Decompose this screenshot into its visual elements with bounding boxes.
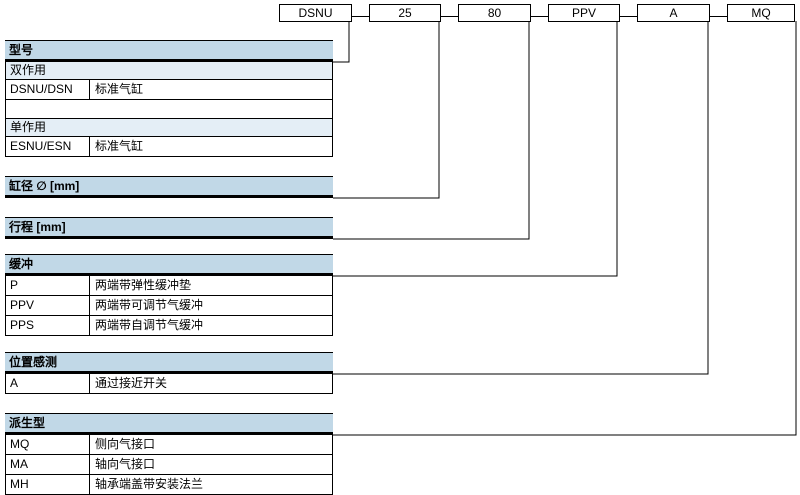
table-row <box>5 100 333 119</box>
section-cushion: 缓冲 P 两端带弹性缓冲垫 PPV 两端带可调节气缓冲 PPS 两端带自调节气缓… <box>5 254 333 336</box>
table-row: P 两端带弹性缓冲垫 <box>5 276 333 296</box>
connector-type <box>333 21 350 63</box>
section-title: 位置感测 <box>5 352 333 371</box>
connector-cushion <box>333 21 618 277</box>
section-sensing: 位置感测 A 通过接近开关 <box>5 352 333 394</box>
table-row: ESNU/ESN 标准气缸 <box>5 137 333 157</box>
row-desc: 轴承端盖带安装法兰 <box>95 477 204 491</box>
row-code: MA <box>6 455 90 474</box>
subheading: 双作用 <box>5 62 333 80</box>
code-dash <box>351 16 369 17</box>
code-dash <box>530 16 548 17</box>
row-code: MQ <box>6 435 90 454</box>
section-title: 缸径 ∅ [mm] <box>5 176 333 195</box>
row-code: PPS <box>6 316 90 335</box>
connector-sensing <box>333 21 709 375</box>
row-desc: 两端带自调节气缓冲 <box>95 318 204 332</box>
table-row: MA 轴向气接口 <box>5 455 333 475</box>
table-row: MQ 侧向气接口 <box>5 435 333 455</box>
code-stroke: 80 <box>458 4 531 22</box>
row-code: ESNU/ESN <box>6 137 90 156</box>
section-stroke: 行程 [mm] <box>5 217 333 239</box>
code-dash <box>440 16 458 17</box>
row-code: PPV <box>6 296 90 315</box>
section-type: 型号 双作用 DSNU/DSN 标准气缸 单作用 ESNU/ESN 标准气缸 <box>5 40 333 157</box>
subheading: 单作用 <box>5 119 333 137</box>
connector-bore <box>333 21 440 199</box>
row-code: P <box>6 276 90 295</box>
section-title: 型号 <box>5 40 333 59</box>
code-cushion: PPV <box>548 4 620 22</box>
connector-variants <box>333 21 797 436</box>
table-row: MH 轴承端盖带安装法兰 <box>5 475 333 495</box>
row-code: DSNU/DSN <box>6 80 90 99</box>
section-bore: 缸径 ∅ [mm] <box>5 176 333 198</box>
row-code: MH <box>6 475 90 494</box>
code-type: DSNU <box>279 4 352 22</box>
code-sensing: A <box>637 4 710 22</box>
row-desc: 标准气缸 <box>95 139 144 153</box>
table-row: PPS 两端带自调节气缓冲 <box>5 316 333 336</box>
code-dash <box>709 16 727 17</box>
row-desc: 侧向气接口 <box>95 437 156 451</box>
connector-stroke <box>333 21 530 240</box>
section-title: 缓冲 <box>5 254 333 273</box>
section-title: 派生型 <box>5 413 333 432</box>
order-code: DSNU 25 80 PPV A MQ <box>0 4 800 22</box>
code-variants: MQ <box>727 4 795 22</box>
section-title: 行程 [mm] <box>5 217 333 236</box>
row-desc: 两端带可调节气缓冲 <box>95 298 204 312</box>
section-variants: 派生型 MQ 侧向气接口 MA 轴向气接口 MH 轴承端盖带安装法兰 <box>5 413 333 495</box>
row-desc: 轴向气接口 <box>95 457 156 471</box>
code-dash <box>619 16 637 17</box>
row-desc: 两端带弹性缓冲垫 <box>95 278 192 292</box>
table-row: PPV 两端带可调节气缓冲 <box>5 296 333 316</box>
row-code: A <box>6 374 90 393</box>
table-row: DSNU/DSN 标准气缸 <box>5 80 333 100</box>
table-row: A 通过接近开关 <box>5 374 333 394</box>
row-desc: 标准气缸 <box>95 82 144 96</box>
code-bore: 25 <box>369 4 441 22</box>
row-desc: 通过接近开关 <box>95 376 168 390</box>
